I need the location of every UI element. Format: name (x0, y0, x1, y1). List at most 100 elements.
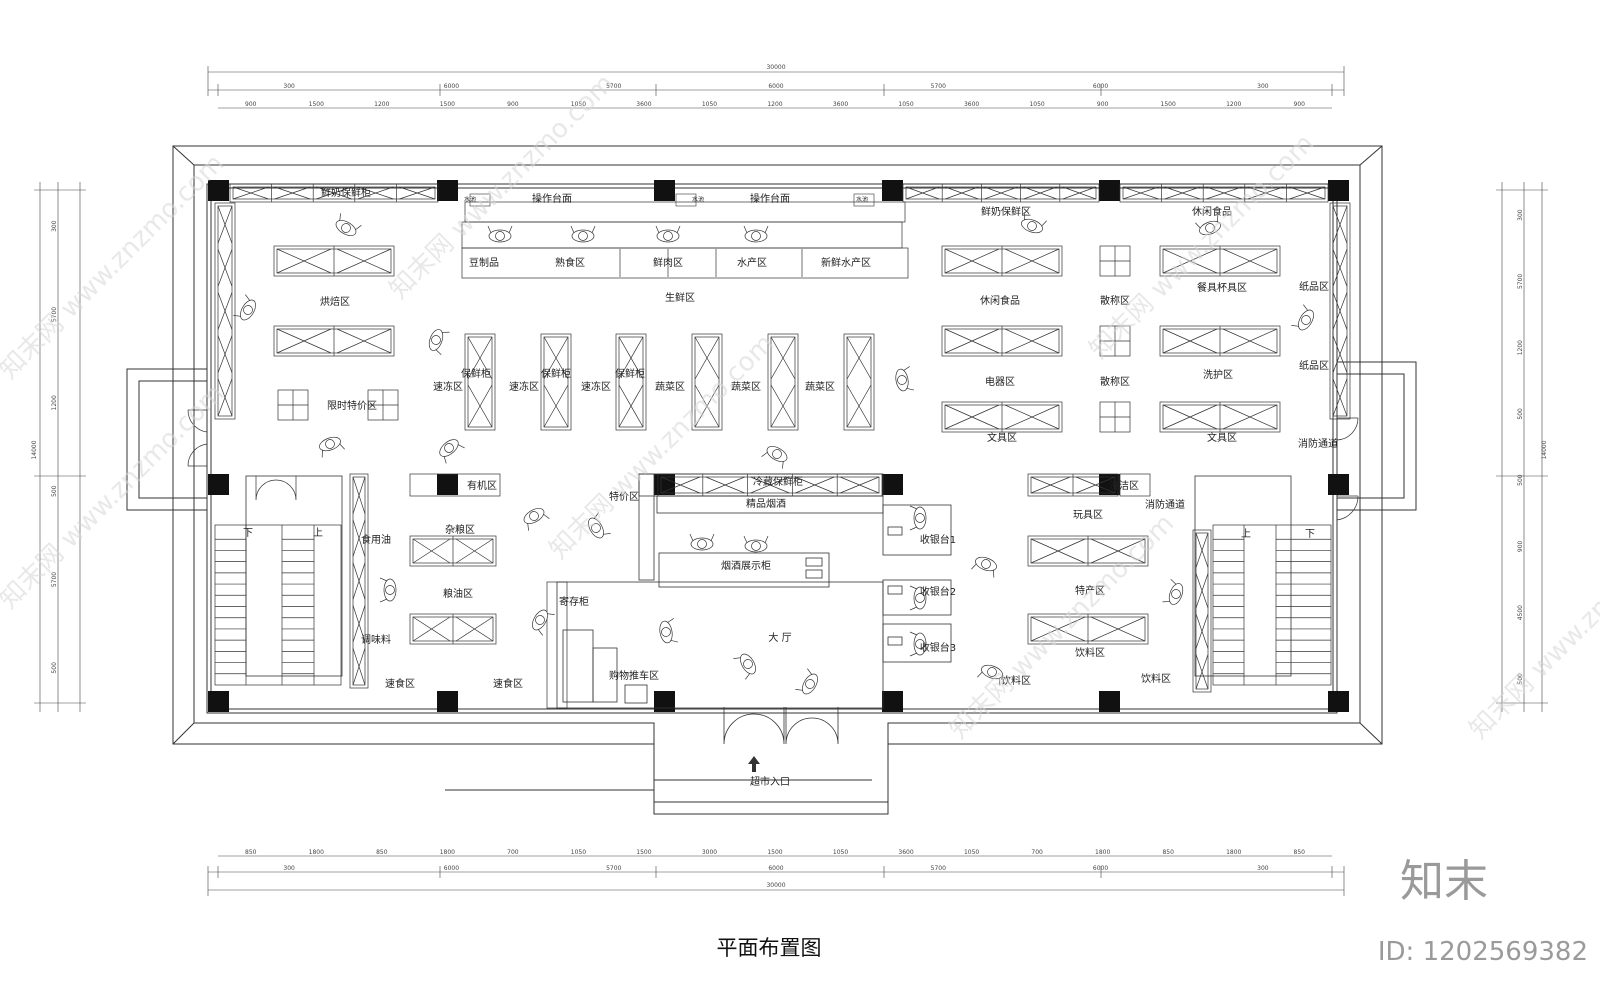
shelf-unit-vertical (464, 333, 496, 431)
label-snack-food: 休闲食品 (980, 294, 1020, 307)
shelf-unit (273, 325, 395, 357)
columns (208, 180, 1349, 712)
shelf-unit (273, 245, 395, 277)
shelf-unit-vertical (843, 333, 875, 431)
label-prep-counter-2: 操作台面 (750, 192, 790, 205)
cabinet (1099, 245, 1131, 277)
shelf-unit (1119, 183, 1329, 203)
dim-value: 500 (51, 485, 58, 497)
label-tobacco-box: 烟酒展示柜 (721, 559, 771, 572)
label-drink-3: 饮料区 (1141, 672, 1171, 685)
person-icon (379, 577, 397, 603)
label-hall: 大 厅 (768, 631, 791, 644)
label-stationery-1: 文具区 (987, 431, 1017, 444)
sink (853, 193, 875, 207)
cabinet (409, 473, 501, 497)
label-fresh-cab-2: 保鲜柜 (541, 367, 571, 380)
dim-value: 500 (1517, 673, 1524, 685)
person-icon (1162, 579, 1184, 605)
label-sink-3: 水池 (856, 196, 868, 204)
person-icon (1021, 212, 1047, 234)
dim-value: 6000 (1093, 83, 1108, 90)
shelf-unit (229, 183, 439, 203)
label-fresh-area: 生鲜区 (665, 291, 695, 304)
dim-value: 1800 (1095, 849, 1110, 856)
dim-value: 1200 (374, 101, 389, 108)
dim-bottom-total: 30000 (766, 882, 785, 889)
label-grain-oil: 粮油区 (443, 587, 473, 600)
dim-value: 5700 (606, 865, 621, 872)
dim-value: 700 (1031, 849, 1043, 856)
dim-left-total: 14000 (31, 440, 38, 459)
cabinet (277, 389, 309, 421)
dim-value: 1200 (51, 395, 58, 410)
label-cart-area: 购物推车区 (609, 669, 659, 682)
dim-value: 1200 (1517, 340, 1524, 355)
dim-value: 1800 (1226, 849, 1241, 856)
sink (675, 193, 697, 207)
sink (469, 193, 491, 207)
label-down-left: 下 (243, 528, 253, 539)
label-stationery-2: 文具区 (1207, 431, 1237, 444)
label-tofu: 豆制品 (469, 256, 499, 269)
label-instant-1: 速食区 (385, 677, 415, 690)
dim-value: 6000 (444, 865, 459, 872)
label-sink-2: 水池 (692, 196, 704, 204)
dim-value: 700 (507, 849, 519, 856)
cabinet (461, 221, 903, 249)
dim-right-total: 14000 (1541, 440, 1548, 459)
dim-value: 850 (1162, 849, 1174, 856)
dim-value: 1050 (571, 849, 586, 856)
dim-value: 1050 (702, 101, 717, 108)
image-id: ID: 1202569382 (1378, 937, 1588, 967)
person-icon (1291, 304, 1314, 331)
watermark-text: 知末网 www.znzmo.com (1464, 509, 1600, 745)
label-paper-1: 纸品区 (1299, 280, 1329, 293)
label-frozen-3: 速冻区 (581, 380, 611, 393)
dim-value: 5700 (931, 83, 946, 90)
dimension-ticks (34, 84, 1548, 878)
person-icon (428, 329, 450, 355)
person-icon (487, 225, 513, 243)
dim-value: 300 (1517, 209, 1524, 221)
cabinet (1099, 325, 1131, 357)
label-bulk-1: 散称区 (1100, 294, 1130, 307)
label-specialty: 特产区 (1075, 584, 1105, 597)
shelf-unit (409, 535, 497, 567)
dim-value: 300 (51, 220, 58, 232)
dim-value: 1050 (964, 849, 979, 856)
dim-value: 6000 (444, 83, 459, 90)
dim-value: 850 (376, 849, 388, 856)
label-drink-2: 饮料区 (1001, 674, 1031, 687)
label-cooking-oil: 食用油 (361, 533, 391, 546)
label-cold-cabinet-top: 鲜奶保鲜柜 (321, 186, 371, 199)
label-entrance: 超市入口 (750, 775, 790, 788)
dim-value: 3600 (898, 849, 913, 856)
label-bake: 烘焙区 (320, 295, 350, 308)
dim-value: 1800 (309, 849, 324, 856)
shelf-unit-vertical (540, 333, 572, 431)
stair-partitions (245, 475, 1292, 677)
shelf-unit (1027, 535, 1149, 567)
label-time-special: 限时特价区 (327, 400, 377, 412)
shelf-unit (1159, 245, 1281, 277)
label-dairy-fresh: 鲜奶保鲜区 (981, 205, 1031, 218)
dim-value: 3600 (636, 101, 651, 108)
shelf-unit (941, 325, 1063, 357)
shelf-unit-vertical (691, 333, 723, 431)
shelf-unit (1027, 473, 1119, 497)
dim-value: 1050 (571, 101, 586, 108)
person-icon (743, 535, 769, 553)
dim-value: 1800 (440, 849, 455, 856)
shelf-unit-vertical (615, 333, 647, 431)
dim-value: 6000 (1093, 865, 1108, 872)
cabinet (1119, 473, 1151, 497)
shelf-unit (1027, 613, 1149, 645)
label-drink-1: 饮料区 (1075, 646, 1105, 659)
person-icon (909, 631, 927, 657)
person-icon (909, 585, 927, 611)
